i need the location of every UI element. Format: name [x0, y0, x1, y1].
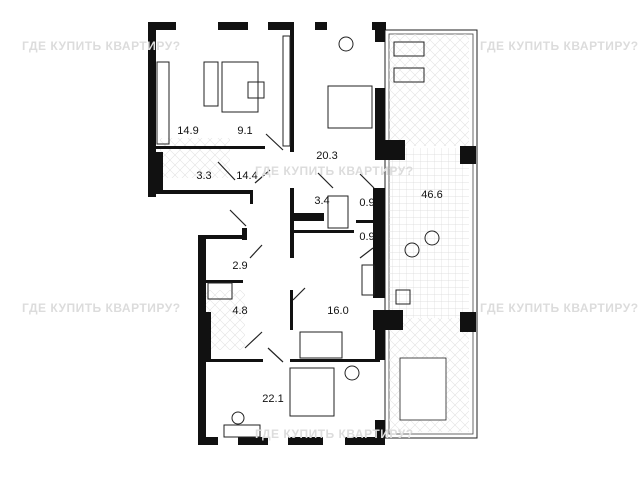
room-area-bathroom-2: 4.8: [232, 305, 247, 317]
room-area-dining: 9.1: [237, 125, 252, 137]
bathtub-2: [207, 282, 233, 300]
watermarks: ГДЕ КУПИТЬ КВАРТИРУ? ГДЕ КУПИТЬ КВАРТИРУ…: [22, 39, 639, 441]
wardrobe: [282, 35, 291, 147]
room-area-closet: 0.9: [359, 197, 374, 209]
furniture: [156, 35, 375, 438]
room-area-wardrobe: 2.9: [232, 260, 247, 272]
room-area-bedroom-3: 22.1: [262, 393, 283, 405]
bed: [327, 85, 373, 129]
room-area-terrace: 46.6: [421, 189, 442, 201]
room-area-bedroom-master: 20.3: [316, 150, 337, 162]
room-area-closet: 0.9: [359, 231, 374, 243]
sun-lounger: [393, 41, 425, 57]
kitchen-counter: [156, 61, 170, 145]
doors: [217, 133, 375, 363]
watermark: ГДЕ КУПИТЬ КВАРТИРУ?: [255, 427, 414, 441]
walls: [148, 22, 405, 445]
watermark: ГДЕ КУПИТЬ КВАРТИРУ?: [22, 39, 181, 53]
room-area-kitchen: 14.9: [177, 125, 198, 137]
dining-table: [203, 61, 219, 107]
watermark: ГДЕ КУПИТЬ КВАРТИРУ?: [480, 39, 639, 53]
bed-2: [289, 367, 335, 417]
watermark: ГДЕ КУПИТЬ КВАРТИРУ?: [480, 301, 639, 315]
bathtub: [327, 195, 349, 229]
sun-lounger: [393, 67, 425, 83]
desk: [223, 424, 261, 438]
desk-2: [361, 264, 375, 296]
watermark: ГДЕ КУПИТЬ КВАРТИРУ?: [255, 164, 414, 178]
watermark: ГДЕ КУПИТЬ КВАРТИРУ?: [22, 301, 181, 315]
terrace: [384, 29, 478, 439]
yoga-mat: [399, 357, 447, 421]
bed-3: [299, 331, 343, 359]
room-area-bathroom: 3.4: [314, 195, 329, 207]
room-area-hall: 14.4: [236, 170, 257, 182]
area-labels: 14.9 9.1 20.3 3.3 14.4 3.4 0.9 0.9 46.6 …: [177, 125, 442, 405]
sofa: [221, 61, 259, 113]
room-area-bedroom-2: 16.0: [327, 305, 348, 317]
room-area-wc: 3.3: [196, 170, 211, 182]
